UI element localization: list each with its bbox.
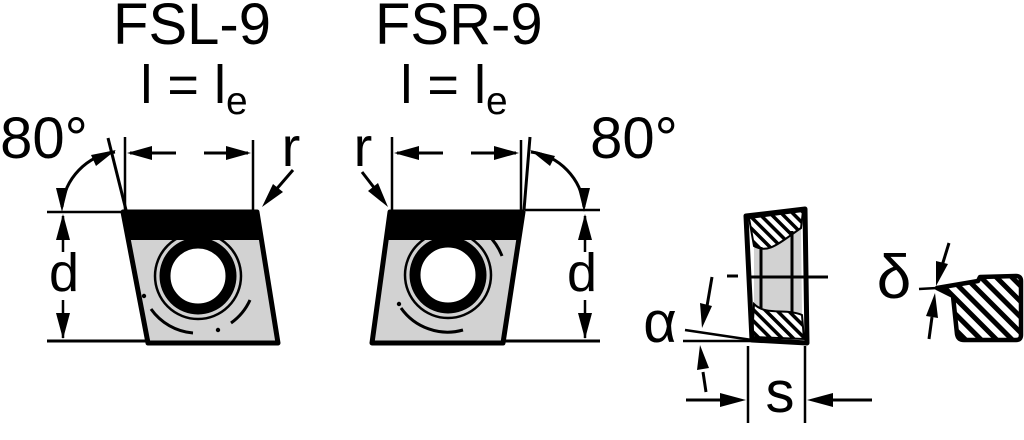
angle-80-annotation-right <box>522 136 590 212</box>
arrowhead-up <box>926 293 938 318</box>
dimension-d-left <box>47 210 150 343</box>
subscript-e: e <box>225 79 248 123</box>
thickness-label: s <box>765 360 795 425</box>
left-hole-diameter-label: d <box>48 243 80 303</box>
cutting-edge-band <box>123 212 262 240</box>
dimension-l-left <box>123 137 255 210</box>
top-surface-extension <box>918 286 938 291</box>
hole-bore <box>159 237 237 315</box>
right-insert-view <box>360 136 600 346</box>
arrowhead-up <box>697 345 709 370</box>
edge-extension-line <box>106 137 128 211</box>
arc-arrowhead-top <box>91 150 116 166</box>
arrowhead-left <box>394 146 419 160</box>
leader-arrowhead <box>368 183 388 207</box>
subscript-e: e <box>485 79 508 123</box>
inscribed-circle-marks <box>141 293 252 335</box>
hole-countersink-circle <box>403 230 493 320</box>
arrowhead-down <box>578 313 592 339</box>
angle-80-annotation-left <box>56 137 128 212</box>
arrowhead-down <box>56 313 70 339</box>
edge-detail-block <box>934 273 1024 343</box>
edge-extension-line <box>522 136 532 211</box>
left-insert-view <box>47 137 295 346</box>
inscribed-circle-marks <box>396 225 504 334</box>
land-angle-label: δ <box>876 243 912 312</box>
hole-countersink-circle <box>153 231 243 321</box>
arrowhead-down <box>936 261 948 286</box>
arc-arrowhead-top <box>530 150 555 166</box>
edge-detail-view <box>918 242 1024 343</box>
arrowhead-down <box>700 303 712 328</box>
right-insert-title: FSR-9 <box>375 0 543 57</box>
arc-arrowhead-bottom <box>56 188 68 212</box>
arrowhead-right <box>494 146 519 160</box>
arrowhead-left <box>127 146 152 160</box>
radius-leader-right <box>360 171 388 207</box>
dimension-s <box>686 346 872 423</box>
right-length-equation: l = le <box>400 55 508 123</box>
radius-leader-left <box>262 169 295 207</box>
left-corner-angle-label: 80° <box>0 106 88 171</box>
dimension-d-right <box>505 208 600 343</box>
left-length-equation: l = le <box>140 55 248 123</box>
right-hole-diameter-label: d <box>566 243 598 303</box>
arrowhead-up <box>578 214 592 240</box>
arc-arrowhead-bottom <box>578 188 590 212</box>
section-view <box>683 206 872 423</box>
left-insert-title: FSL-9 <box>113 0 271 57</box>
cutting-edge-band <box>386 212 523 240</box>
angle-arc <box>530 150 586 208</box>
clearance-angle-annotation <box>683 276 753 393</box>
right-corner-radius-label: r <box>353 115 373 178</box>
arrowhead-right <box>720 393 746 407</box>
arrowhead-left <box>807 393 833 407</box>
dimension-l-right <box>390 137 523 210</box>
clearance-angle-label: α <box>643 290 677 355</box>
left-corner-radius-label: r <box>281 115 301 178</box>
hole-bore <box>409 236 487 314</box>
right-corner-angle-label: 80° <box>590 106 678 171</box>
top-hatch-region <box>747 209 805 250</box>
land-angle-arrows <box>926 242 951 340</box>
arrowhead-right <box>226 146 251 160</box>
section-outline <box>743 206 810 346</box>
leader-arrowhead <box>262 184 283 207</box>
arrowhead-up <box>56 214 70 240</box>
hole-section-gray <box>754 228 802 315</box>
